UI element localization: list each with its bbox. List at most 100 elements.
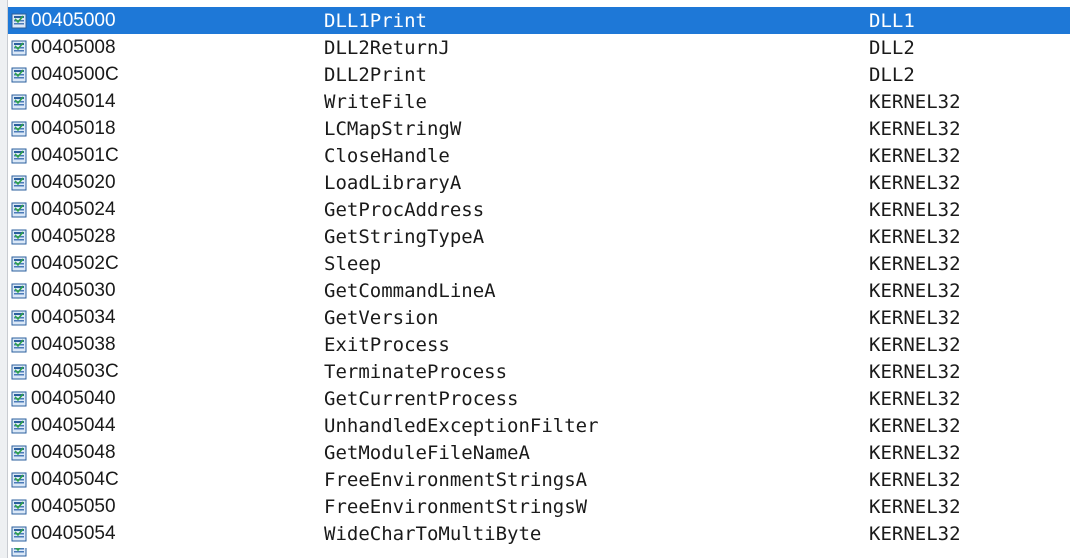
address-cell: 00405034 [8, 307, 314, 329]
import-entry-icon [11, 40, 27, 55]
import-entry-icon [11, 499, 27, 514]
import-entry-icon [11, 94, 27, 109]
function-name-cell: UnhandledExceptionFilter [324, 414, 599, 437]
address-text: 0040503C [31, 360, 119, 382]
address-text: 00405050 [31, 495, 116, 517]
function-name-cell: DLL2ReturnJ [324, 36, 450, 59]
import-entry-icon [11, 526, 27, 541]
address-text: 0040501C [31, 144, 119, 166]
address-text: 00405044 [31, 414, 116, 436]
address-cell: 00405000 [8, 10, 314, 32]
library-cell: KERNEL32 [869, 225, 961, 248]
table-row[interactable]: 00405000 DLL1Print DLL1 [8, 7, 1070, 34]
import-entry-icon [11, 548, 27, 556]
import-entry-icon [11, 148, 27, 163]
table-row[interactable]: 00405054 WideCharToMultiByte KERNEL32 [8, 520, 1070, 547]
partially-visible-row [8, 548, 1070, 558]
function-name-cell: GetStringTypeA [324, 225, 485, 248]
address-text: 00405034 [31, 306, 116, 328]
library-cell: DLL2 [869, 63, 915, 86]
address-text: 0040500C [31, 63, 119, 85]
import-entry-icon [11, 229, 27, 244]
function-name-cell: ExitProcess [324, 333, 450, 356]
address-text: 00405054 [31, 522, 116, 544]
address-cell: 0040501C [8, 145, 314, 167]
library-cell: KERNEL32 [869, 522, 961, 545]
address-text: 0040502C [31, 252, 119, 274]
table-row[interactable]: 00405048 GetModuleFileNameA KERNEL32 [8, 439, 1070, 466]
library-cell: KERNEL32 [869, 441, 961, 464]
library-cell: KERNEL32 [869, 414, 961, 437]
address-cell: 00405030 [8, 280, 314, 302]
import-entry-icon [11, 391, 27, 406]
address-text: 00405030 [31, 279, 116, 301]
address-cell: 00405050 [8, 496, 314, 518]
table-row[interactable]: 00405020 LoadLibraryA KERNEL32 [8, 169, 1070, 196]
import-entry-icon [11, 13, 27, 28]
library-cell: KERNEL32 [869, 144, 961, 167]
library-cell: KERNEL32 [869, 468, 961, 491]
address-cell: 00405040 [8, 388, 314, 410]
address-text: 00405048 [31, 441, 116, 463]
import-entry-icon [11, 310, 27, 325]
address-cell: 00405054 [8, 523, 314, 545]
import-entry-icon [11, 472, 27, 487]
address-cell [8, 548, 314, 557]
function-name-cell: WideCharToMultiByte [324, 522, 542, 545]
table-row[interactable] [8, 548, 1070, 558]
address-text: 00405024 [31, 198, 116, 220]
address-cell: 00405020 [8, 172, 314, 194]
address-cell: 00405048 [8, 442, 314, 464]
import-entry-icon [11, 67, 27, 82]
library-cell: KERNEL32 [869, 90, 961, 113]
table-row[interactable]: 00405050 FreeEnvironmentStringsW KERNEL32 [8, 493, 1070, 520]
library-cell: KERNEL32 [869, 171, 961, 194]
table-row[interactable]: 00405044 UnhandledExceptionFilter KERNEL32 [8, 412, 1070, 439]
import-entry-icon [11, 175, 27, 190]
function-name-cell: WriteFile [324, 90, 427, 113]
function-name-cell: CloseHandle [324, 144, 450, 167]
table-row[interactable]: 00405028 GetStringTypeA KERNEL32 [8, 223, 1070, 250]
import-entry-icon [11, 283, 27, 298]
function-name-cell: GetProcAddress [324, 198, 485, 221]
function-name-cell: LoadLibraryA [324, 171, 462, 194]
left-gutter [0, 0, 8, 558]
address-text: 00405038 [31, 333, 116, 355]
import-entry-icon [11, 256, 27, 271]
address-cell: 00405018 [8, 118, 314, 140]
library-cell: KERNEL32 [869, 387, 961, 410]
address-text: 00405040 [31, 387, 116, 409]
table-row[interactable]: 00405038 ExitProcess KERNEL32 [8, 331, 1070, 358]
function-name-cell: TerminateProcess [324, 360, 508, 383]
address-cell: 0040500C [8, 64, 314, 86]
import-entry-icon [11, 418, 27, 433]
library-cell: KERNEL32 [869, 279, 961, 302]
function-name-cell: GetModuleFileNameA [324, 441, 530, 464]
address-cell: 00405028 [8, 226, 314, 248]
library-cell: KERNEL32 [869, 333, 961, 356]
import-entry-icon [11, 445, 27, 460]
library-cell: KERNEL32 [869, 495, 961, 518]
library-cell: KERNEL32 [869, 252, 961, 275]
import-entry-icon [11, 202, 27, 217]
library-cell: DLL1 [869, 9, 915, 32]
function-name-cell: DLL1Print [324, 9, 427, 32]
library-cell: DLL2 [869, 36, 915, 59]
function-name-cell: GetVersion [324, 306, 439, 329]
function-name-cell: FreeEnvironmentStringsA [324, 468, 588, 491]
table-row[interactable]: 0040501C CloseHandle KERNEL32 [8, 142, 1070, 169]
address-text: 00405018 [31, 117, 116, 139]
function-name-cell: FreeEnvironmentStringsW [324, 495, 588, 518]
